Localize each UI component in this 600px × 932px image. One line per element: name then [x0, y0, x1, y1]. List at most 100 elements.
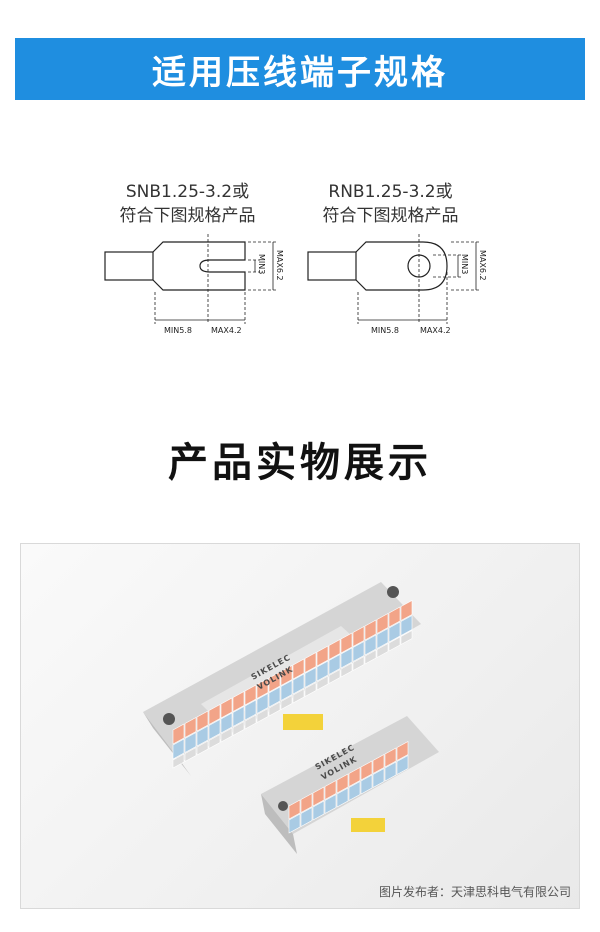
- dim-min-length: MIN5.8: [164, 326, 192, 335]
- screw-row: [172, 630, 413, 769]
- terminal-cell: [292, 673, 305, 695]
- product-photo: SIKELEC VOLINK SIKELEC VOLINK 图片发布者：天津思科…: [20, 543, 580, 909]
- terminal-cell: [256, 678, 269, 700]
- terminal-fork: [152, 241, 246, 291]
- terminal-cell: [336, 787, 349, 808]
- terminal-cell: [312, 800, 325, 821]
- terminal-cell: [288, 813, 301, 834]
- terminal-cell: [292, 658, 305, 680]
- screw-cell: [256, 708, 269, 724]
- mount-hole: [163, 713, 175, 725]
- terminal-cell: [400, 615, 413, 637]
- terminal-cell: [288, 799, 301, 820]
- terminal-cell: [244, 684, 257, 706]
- terminal-cell: [396, 755, 409, 776]
- terminal-cell: [208, 704, 221, 726]
- terminal-cell: [312, 786, 325, 807]
- terminal-cell: [364, 619, 377, 641]
- terminal-cell: [352, 626, 365, 648]
- terminal-cell: [336, 773, 349, 794]
- screw-cell: [244, 714, 257, 730]
- terminal-cell: [352, 641, 365, 663]
- header-title: 适用压线端子规格: [152, 52, 448, 93]
- terminal-cell: [360, 774, 373, 795]
- screw-cell: [280, 695, 293, 711]
- terminal-row-orange: [288, 741, 409, 820]
- terminal-cell: [300, 807, 313, 828]
- screw-cell: [208, 734, 221, 750]
- terminal-cell: [184, 732, 197, 754]
- dim-max-height: MAX6.2: [478, 250, 487, 281]
- terminal-cell: [172, 723, 185, 745]
- terminal-cell: [376, 613, 389, 635]
- terminal-cell: [388, 621, 401, 643]
- terminal-row-blue: [172, 615, 413, 760]
- terminal-cell: [220, 712, 233, 734]
- screw-cell: [268, 701, 281, 717]
- terminal-cell: [348, 781, 361, 802]
- terminal-cell: [268, 671, 281, 693]
- screw-cell: [364, 649, 377, 665]
- spec-model: SNB1.25-3.2或: [125, 182, 250, 202]
- header-banner: 适用压线端子规格: [15, 38, 585, 100]
- spec-model: RNB1.25-3.2或: [328, 182, 453, 202]
- terminal-cell: [232, 691, 245, 713]
- screw-cell: [376, 643, 389, 659]
- dim-min-height: MIN3: [460, 254, 469, 274]
- terminal-cell: [300, 793, 313, 814]
- terminal-cell: [376, 628, 389, 650]
- terminal-cell: [280, 680, 293, 702]
- terminal-cell: [196, 710, 209, 732]
- terminal-cell: [184, 717, 197, 739]
- terminal-row-blue: [288, 755, 409, 834]
- screw-cell: [220, 727, 233, 743]
- small-terminal-block: SIKELEC VOLINK: [261, 716, 439, 854]
- terminal-cell: [324, 780, 337, 801]
- screw-cell: [340, 662, 353, 678]
- screw-cell: [400, 630, 413, 646]
- terminal-cell: [348, 767, 361, 788]
- terminal-cell: [172, 738, 185, 760]
- large-terminal-block: SIKELEC VOLINK: [143, 582, 421, 776]
- fork-terminal-diagram: MIN3 MAX6.2 MIN5.8 MAX4.2: [104, 234, 284, 335]
- terminal-cell: [304, 667, 317, 689]
- terminal-cell: [328, 654, 341, 676]
- terminal-cell: [328, 639, 341, 661]
- terminal-cell: [400, 600, 413, 622]
- spec-label-snb: SNB1.25-3.2或 符合下图规格产品: [95, 180, 280, 228]
- terminal-cell: [304, 652, 317, 674]
- terminal-cell: [384, 761, 397, 782]
- terminal-cell: [196, 725, 209, 747]
- terminal-cell: [384, 747, 397, 768]
- screw-cell: [292, 688, 305, 704]
- terminal-cell: [268, 686, 281, 708]
- watermark: 图片发布者：天津思科电气有限公司: [378, 885, 571, 899]
- terminal-cell: [340, 632, 353, 654]
- screw-cell: [352, 656, 365, 672]
- terminal-cell: [208, 719, 221, 741]
- dim-max-height: MAX6.2: [275, 250, 284, 281]
- mount-hole: [278, 801, 288, 811]
- terminal-cell: [372, 768, 385, 789]
- spec-label-rnb: RNB1.25-3.2或 符合下图规格产品: [298, 180, 483, 228]
- terminal-cell: [340, 647, 353, 669]
- terminal-cell: [256, 693, 269, 715]
- dim-min-length: MIN5.8: [371, 326, 399, 335]
- screw-cell: [304, 682, 317, 698]
- terminal-cell: [324, 794, 337, 815]
- terminal-cell: [232, 706, 245, 728]
- dim-max-length: MAX4.2: [211, 326, 242, 335]
- terminal-cell: [316, 645, 329, 667]
- terminal-cell: [396, 741, 409, 762]
- screw-cell: [388, 636, 401, 652]
- dim-min-height: MIN3: [257, 254, 266, 274]
- screw-cell: [196, 740, 209, 756]
- terminal-cell: [360, 760, 373, 781]
- spec-description: 符合下图规格产品: [119, 206, 256, 226]
- product-illustration: SIKELEC VOLINK SIKELEC VOLINK: [143, 582, 439, 854]
- terminal-barrel: [104, 251, 154, 281]
- spec-description: 符合下图规格产品: [322, 206, 459, 226]
- ring-terminal-diagram: MIN3 MAX6.2 MIN5.8 MAX4.2: [307, 234, 487, 335]
- terminal-row-orange: [172, 600, 413, 745]
- screw-cell: [328, 669, 341, 685]
